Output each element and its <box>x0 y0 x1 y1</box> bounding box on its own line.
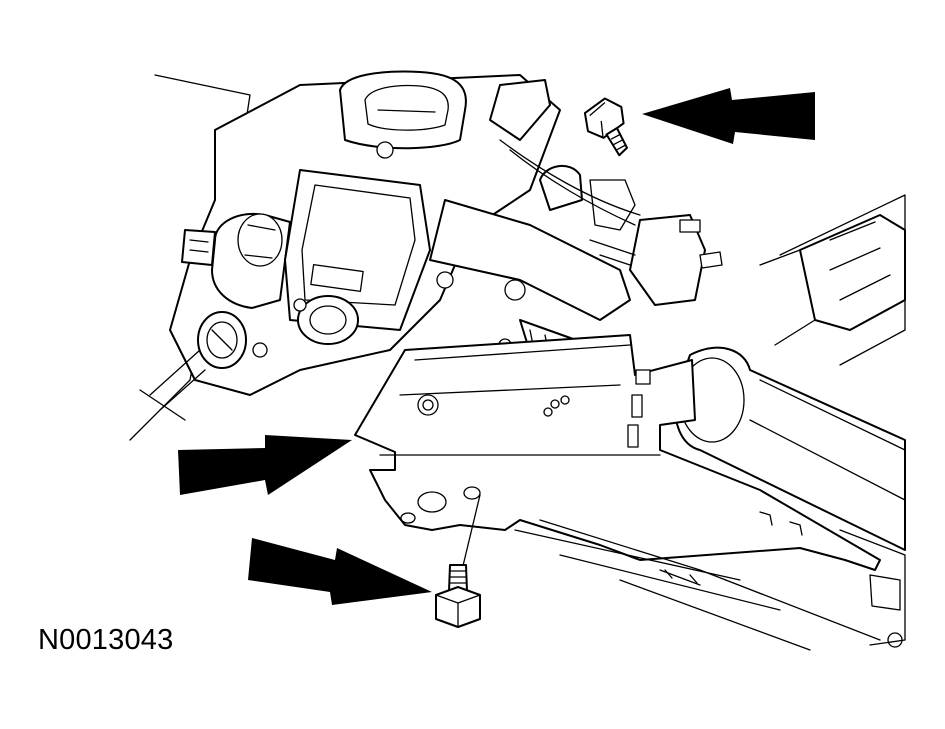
lower-bolt <box>435 494 481 628</box>
bolt-icon <box>435 564 481 628</box>
upper-bolt <box>583 97 629 157</box>
figure-id-label: N0013043 <box>38 624 174 656</box>
arrow-icon <box>642 88 815 144</box>
arrow-icon <box>248 538 432 605</box>
arrow-icon <box>178 435 352 495</box>
steering-column-housing <box>129 70 561 441</box>
bolt-icon <box>583 97 629 157</box>
column-support-bracket <box>354 334 881 651</box>
